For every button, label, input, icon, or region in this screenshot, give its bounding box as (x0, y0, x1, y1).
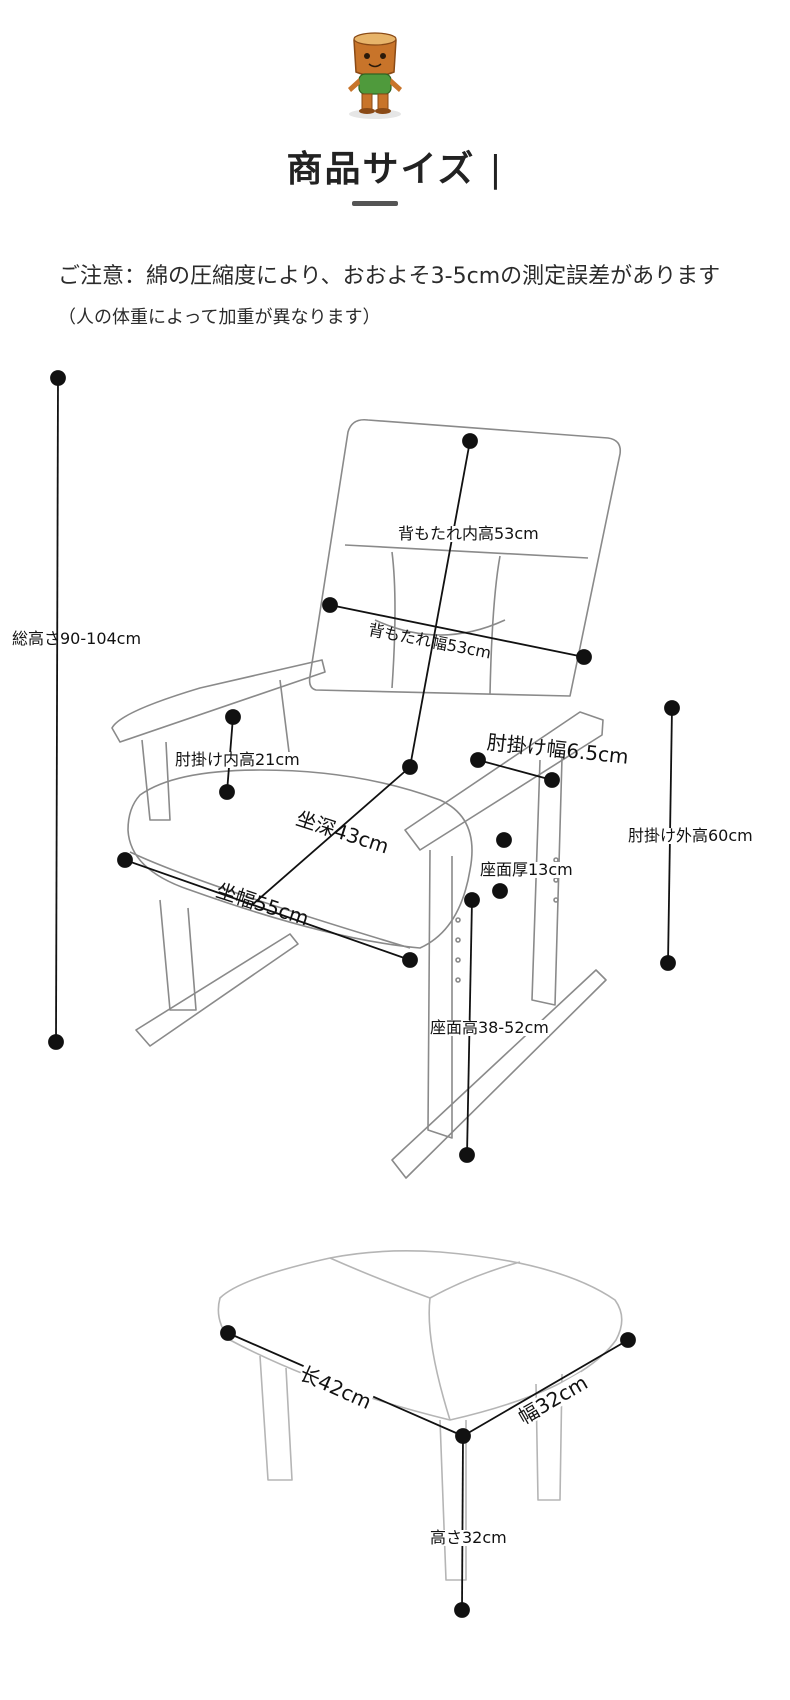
seat-height-bottom-dot (459, 1147, 475, 1163)
arm-inner-top-dot (225, 709, 241, 725)
page-title: 商品サイズ | (0, 140, 790, 192)
ottoman-left-dot (220, 1325, 236, 1341)
seat-thickness-label: 座面厚13cm (480, 860, 573, 879)
arm-outer-bottom-dot (660, 955, 676, 971)
total-height-bottom-dot (48, 1034, 64, 1050)
dimension-lines (48, 370, 680, 1618)
armrest-outer-height-label: 肘掛け外高60cm (628, 826, 753, 845)
arm-width-right-dot (544, 772, 560, 788)
mascot-icon (348, 32, 402, 119)
armrest-inner-height-label: 肘掛け内高21cm (175, 750, 300, 769)
chair-sketch (111, 418, 622, 1179)
title-underline (352, 201, 398, 206)
seat-height-top-dot (464, 892, 480, 908)
seat-width-left-dot (117, 852, 133, 868)
title-text: 商品サイズ (286, 149, 476, 190)
back-width-left-dot (322, 597, 338, 613)
back-height-top-dot (462, 433, 478, 449)
arm-width-left-dot (470, 752, 486, 768)
seat-height-label: 座面高38-52cm (430, 1018, 549, 1037)
ottoman-height-label: 高さ32cm (430, 1528, 507, 1547)
seat-thickness-bottom-dot (492, 883, 508, 899)
seat-depth-dot (402, 759, 418, 775)
back-inner-height-label: 背もたれ内高53cm (398, 524, 539, 543)
measurement-note: ご注意：綿の圧縮度により、おおよそ3-5cmの測定誤差があります (58, 264, 721, 289)
ottoman-corner-dot (455, 1428, 471, 1444)
ottoman-right-dot (620, 1332, 636, 1348)
seat-thickness-top-dot (496, 832, 512, 848)
title-bar: | (489, 149, 504, 190)
weight-note: （人の体重によって加重が異なります） (58, 307, 381, 328)
seat-width-right-dot (402, 952, 418, 968)
total-height-label: 総高さ90-104cm (12, 629, 142, 648)
ottoman-sketch (217, 1250, 623, 1581)
arm-outer-top-dot (664, 700, 680, 716)
total-height-top-dot (50, 370, 66, 386)
ottoman-bottom-dot (454, 1602, 470, 1618)
arm-inner-bottom-dot (219, 784, 235, 800)
back-width-right-dot (576, 649, 592, 665)
